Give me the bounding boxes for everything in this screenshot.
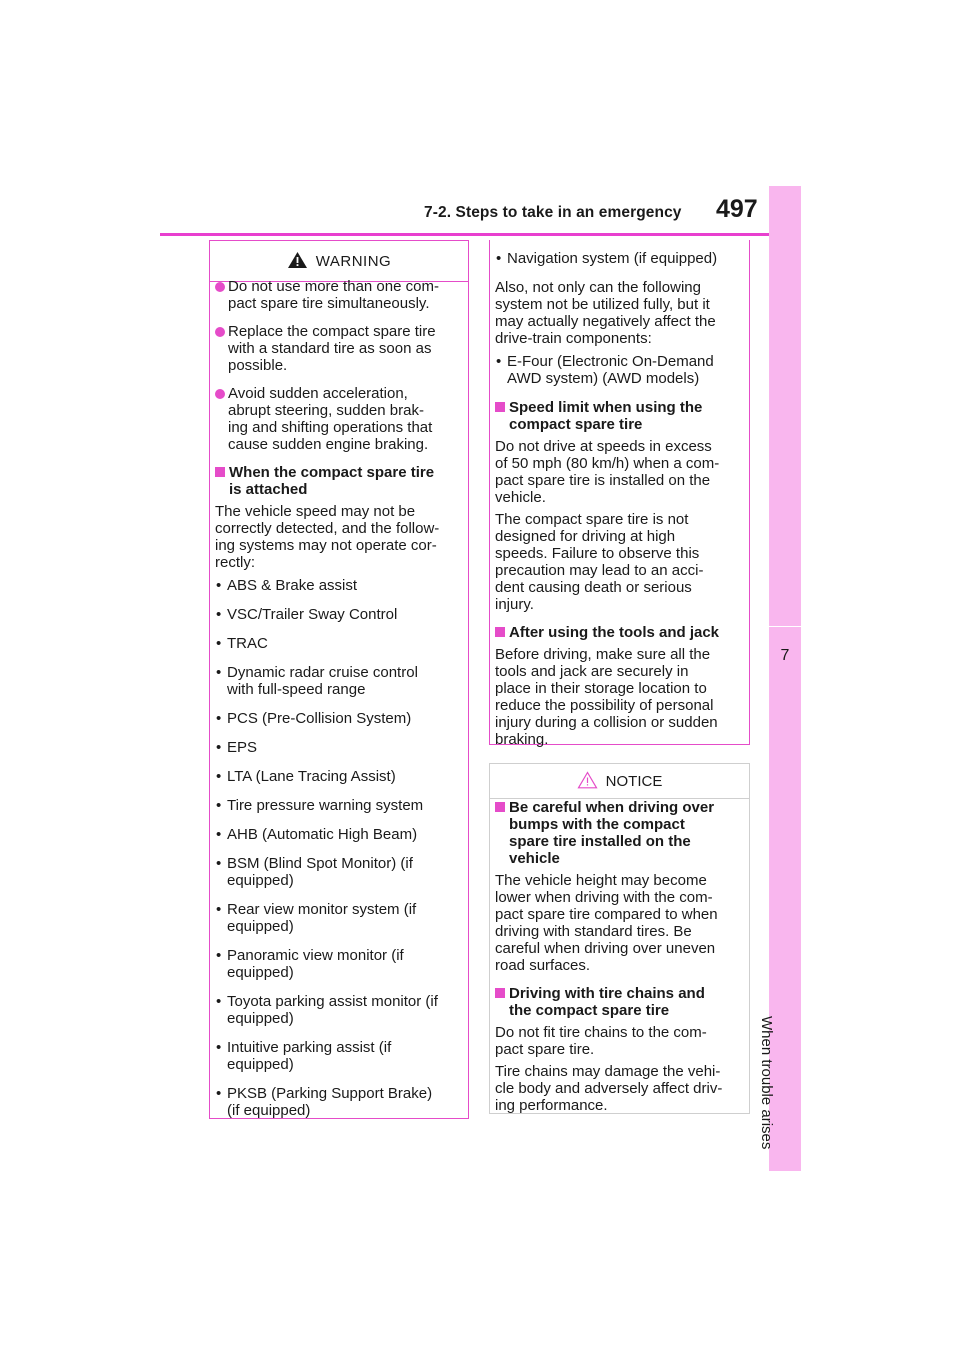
list-item: •BSM (Blind Spot Monitor) (if equipped)	[216, 855, 413, 889]
paragraph: The vehicle height may become lower when…	[495, 872, 718, 974]
list-item: •Navigation system (if equipped)	[496, 250, 718, 267]
warning-box: WARNING Do not use more than one com- pa…	[209, 240, 469, 1119]
warning-continued-box: •Navigation system (if equipped) Also, n…	[489, 240, 750, 748]
list-item: •VSC/Trailer Sway Control	[216, 606, 398, 623]
warning-triangle-icon	[287, 252, 307, 268]
list-item: •TRAC	[216, 635, 268, 652]
paragraph: The compact spare tire is not designed f…	[495, 511, 704, 613]
paragraph: Do not fit tire chains to the com- pact …	[495, 1024, 707, 1058]
chapter-side-tab: 7 When trouble arises	[758, 186, 801, 1171]
section-heading: After using the tools and jack	[495, 624, 743, 641]
notice-header: NOTICE	[490, 764, 749, 799]
square-bullet-icon	[215, 467, 225, 477]
list-item: •EPS	[216, 739, 258, 756]
paragraph: The vehicle speed may not be correctly d…	[215, 503, 440, 571]
paragraph: Before driving, make sure all the tools …	[495, 646, 718, 748]
warning-bullet: Avoid sudden acceleration, abrupt steeri…	[215, 385, 462, 453]
list-item: •Rear view monitor system (if equipped)	[216, 901, 417, 935]
side-tab-divider	[769, 626, 801, 627]
bullet-dot-icon	[215, 327, 225, 337]
section-title: 7-2. Steps to take in an emergency	[424, 204, 682, 221]
chapter-title: When trouble arises	[758, 1016, 775, 1150]
list-item: •AHB (Automatic High Beam)	[216, 826, 418, 843]
list-item: •E-Four (Electronic On-Demand AWD system…	[496, 353, 714, 387]
list-item: •Dynamic radar cruise control with full-…	[216, 664, 418, 698]
list-item: •LTA (Lane Tracing Assist)	[216, 768, 396, 785]
list-item: •PCS (Pre-Collision System)	[216, 710, 412, 727]
warning-header: WARNING	[210, 241, 468, 282]
section-heading: Be careful when driving over bumps with …	[495, 799, 743, 867]
warning-bullet: Replace the compact spare tire with a st…	[215, 323, 462, 374]
paragraph: Tire chains may damage the vehi- cle bod…	[495, 1063, 723, 1114]
page-number: 497	[716, 195, 758, 223]
list-item: •Toyota parking assist monitor (if equip…	[216, 993, 438, 1027]
notice-title: NOTICE	[605, 773, 663, 790]
list-item: •ABS & Brake assist	[216, 577, 358, 594]
list-item: •Panoramic view monitor (if equipped)	[216, 947, 404, 981]
square-bullet-icon	[495, 402, 505, 412]
square-bullet-icon	[495, 802, 505, 812]
list-item: •PKSB (Parking Support Brake) (if equipp…	[216, 1085, 433, 1119]
bullet-dot-icon	[215, 282, 225, 292]
warning-title: WARNING	[315, 253, 392, 270]
bullet-dot-icon	[215, 389, 225, 399]
warning-body: Do not use more than one com- pact spare…	[215, 278, 462, 1131]
caution-triangle-icon	[577, 771, 598, 789]
square-bullet-icon	[495, 988, 505, 998]
chapter-number: 7	[780, 647, 790, 664]
section-heading: When the compact spare tire is attached	[215, 464, 462, 498]
notice-body: Be careful when driving over bumps with …	[495, 799, 743, 1125]
notice-box: NOTICE Be careful when driving over bump…	[489, 763, 750, 1114]
list-item: •Tire pressure warning system	[216, 797, 424, 814]
warning-bullet: Do not use more than one com- pact spare…	[215, 278, 462, 312]
header-rule	[160, 233, 769, 236]
square-bullet-icon	[495, 627, 505, 637]
paragraph: Also, not only can the following system …	[495, 279, 716, 347]
section-heading: Driving with tire chains and the compact…	[495, 985, 743, 1019]
warning-continued-body: •Navigation system (if equipped) Also, n…	[495, 250, 743, 759]
list-item: •Intuitive parking assist (if equipped)	[216, 1039, 392, 1073]
paragraph: Do not drive at speeds in excess of 50 m…	[495, 438, 720, 506]
section-heading: Speed limit when using the compact spare…	[495, 399, 743, 433]
